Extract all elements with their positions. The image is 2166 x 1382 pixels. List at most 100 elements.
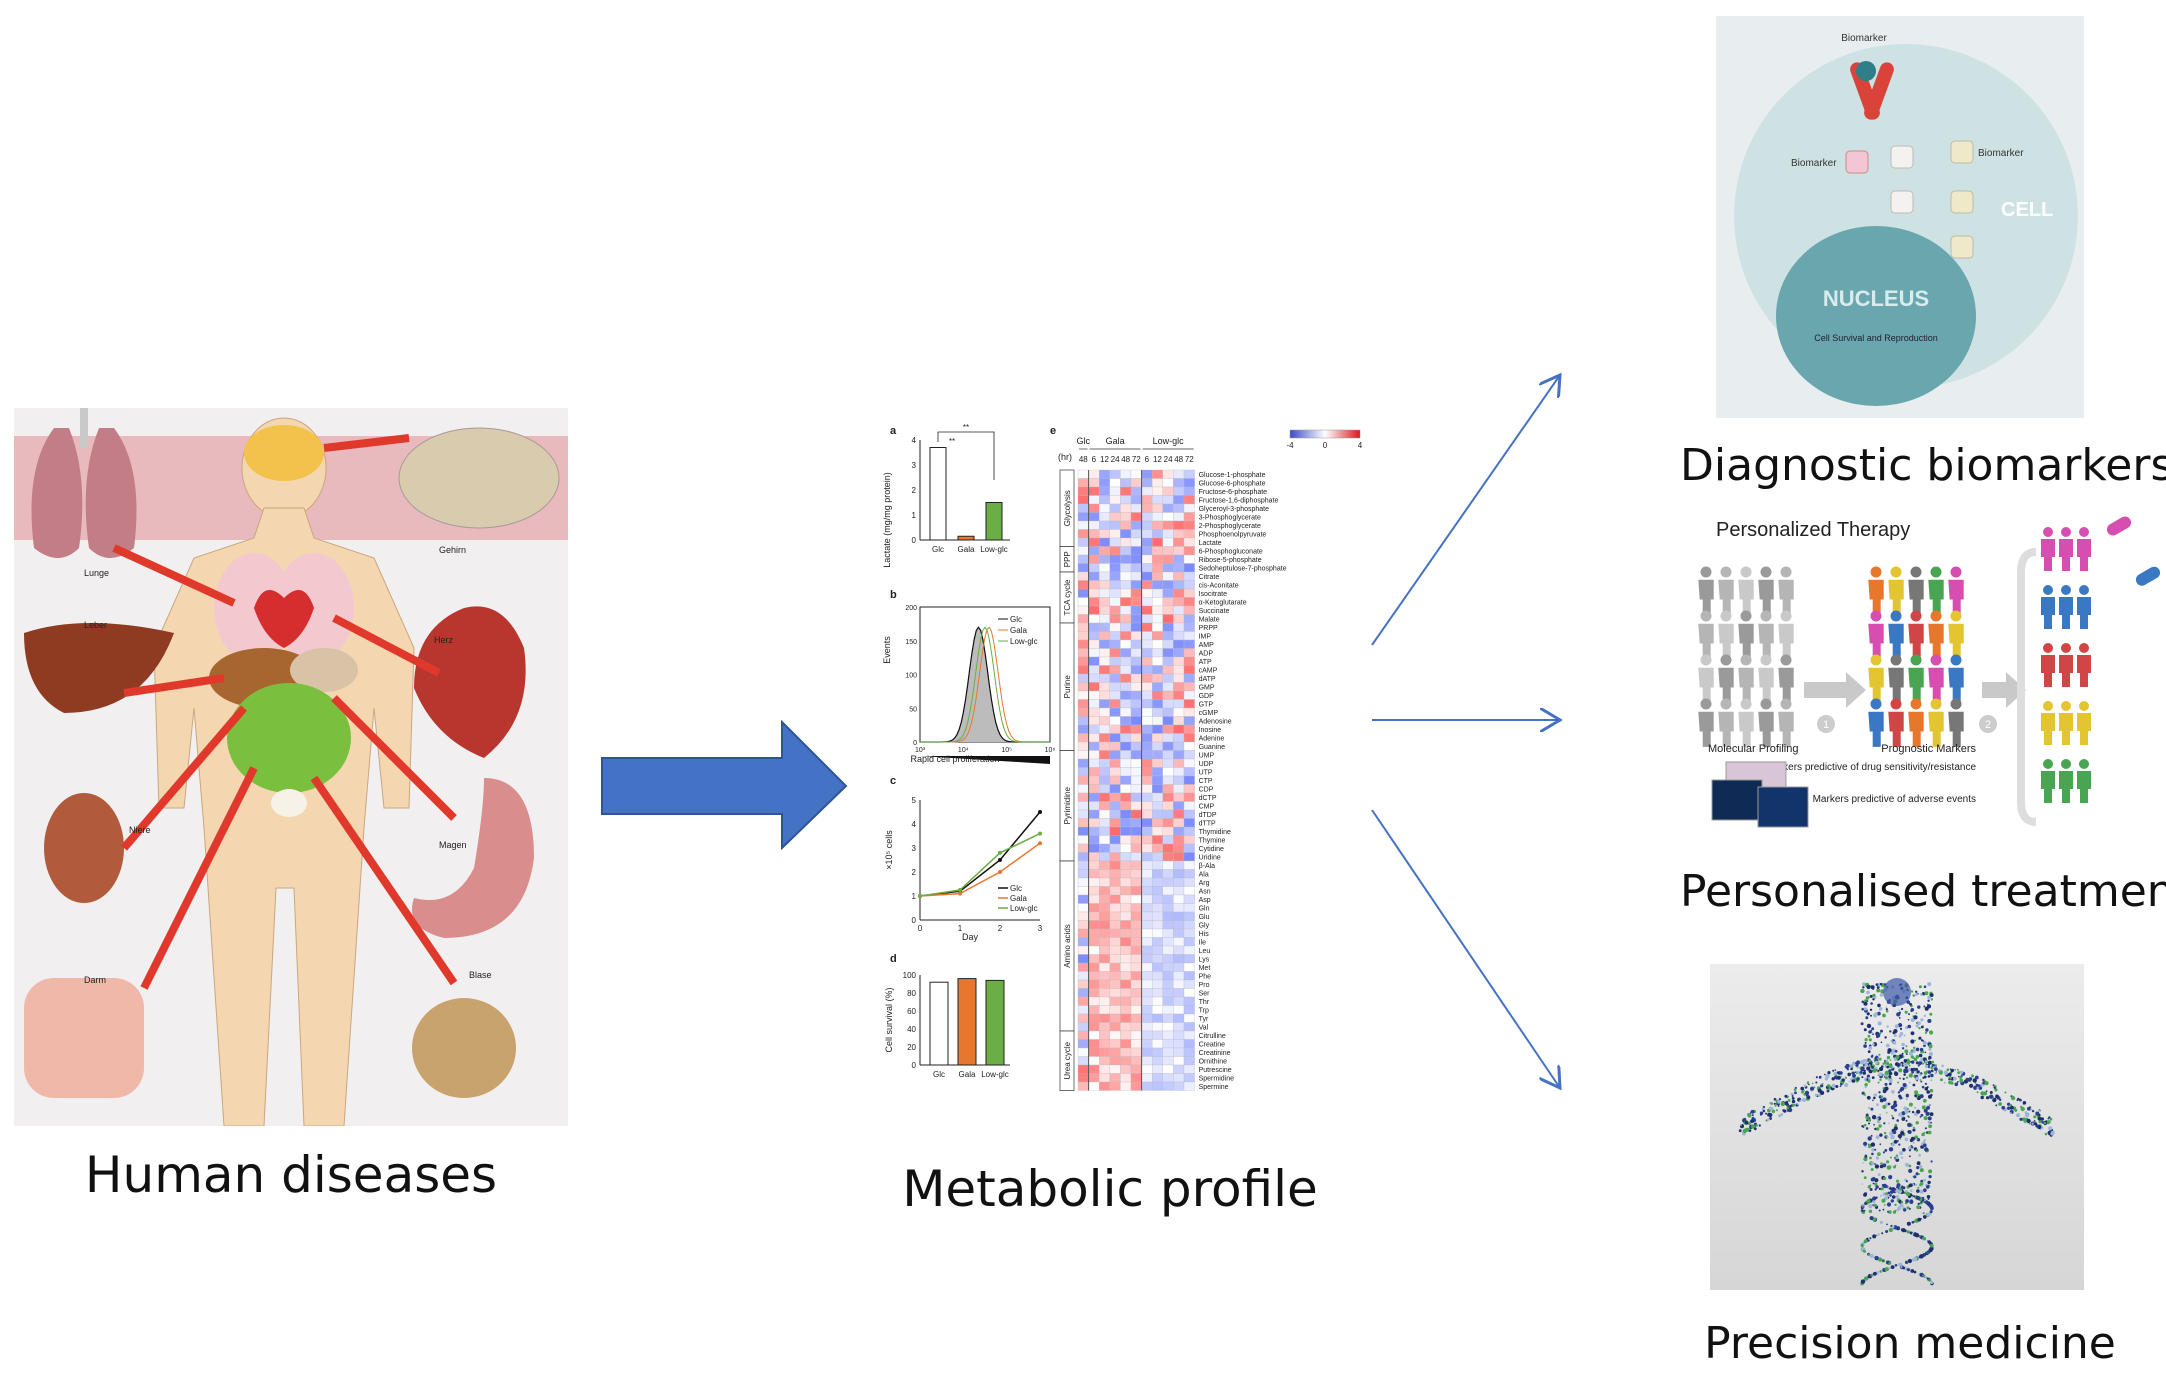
dna-particle xyxy=(1973,1085,1978,1090)
panel-e-metabolite-label: Phosphoenolpyruvate xyxy=(1199,532,1267,539)
dna-particle xyxy=(1925,1105,1928,1108)
lungs-icon xyxy=(31,408,137,558)
heatmap-cell xyxy=(1109,971,1121,981)
molecular-profiling-images xyxy=(1711,761,1809,828)
heatmap-cell xyxy=(1152,852,1163,862)
dna-particle xyxy=(1908,1102,1913,1107)
heatmap-cell xyxy=(1141,775,1153,785)
dna-particle xyxy=(1840,1083,1843,1086)
heatmap-cell xyxy=(1130,826,1142,836)
dna-particle xyxy=(1877,1011,1881,1016)
panel-c-ytick: 5 xyxy=(912,796,917,805)
dna-particle xyxy=(1950,1068,1955,1073)
panel-e-metabolite-label: Spermidine xyxy=(1199,1076,1235,1083)
caption-metabolic-profile: Metabolic profile xyxy=(902,1160,1318,1218)
panel-e-metabolite-label: Malate xyxy=(1199,617,1220,624)
heatmap-cell xyxy=(1183,665,1195,675)
dna-particle xyxy=(1855,1063,1859,1067)
heatmap-cell xyxy=(1173,869,1185,879)
heatmap-cell xyxy=(1141,903,1153,913)
dna-particle xyxy=(1914,1090,1919,1095)
heatmap-cell xyxy=(1162,665,1174,675)
dna-particle xyxy=(1880,1162,1883,1165)
heatmap-cell xyxy=(1141,1022,1153,1032)
dna-particle xyxy=(1889,1059,1892,1061)
heatmap-cell xyxy=(1173,996,1185,1006)
heatmap-cell xyxy=(1141,554,1153,564)
dna-particle xyxy=(1957,1071,1960,1075)
heatmap-cell xyxy=(1109,529,1121,539)
dna-particle xyxy=(1913,1106,1917,1109)
panel-c-ylabel: ×10⁵ cells xyxy=(884,830,894,870)
dna-particle xyxy=(1929,1243,1934,1248)
heatmap-cell xyxy=(1130,920,1142,930)
heatmap-cell xyxy=(1120,469,1132,479)
therapy-title: Personalized Therapy xyxy=(1716,519,1910,541)
heatmap-cell xyxy=(1088,869,1100,879)
dna-particle xyxy=(1773,1097,1777,1101)
panel-e-metabolite-label: Ser xyxy=(1199,991,1211,998)
heatmap-cell xyxy=(1162,1030,1174,1040)
heatmap-cell xyxy=(1173,937,1185,947)
dna-particle xyxy=(1995,1104,1998,1107)
heatmap-cell xyxy=(1088,860,1100,870)
dna-particle xyxy=(1753,1127,1757,1131)
heatmap-cell xyxy=(1162,597,1174,607)
panel-e-metabolite-label: Asp xyxy=(1199,897,1211,904)
dna-particle xyxy=(1860,1244,1864,1248)
heatmap-cell xyxy=(1099,699,1110,709)
dna-particle xyxy=(1877,1152,1881,1156)
heatmap-cell xyxy=(1099,597,1110,607)
heatmap-cell xyxy=(1162,818,1174,828)
heatmap-cell xyxy=(1130,529,1142,539)
dna-particle xyxy=(1801,1090,1804,1094)
heatmap-cell xyxy=(1130,835,1142,845)
organ-label-lung: Lunge xyxy=(84,568,109,578)
heatmap-cell xyxy=(1120,682,1132,692)
dna-particle xyxy=(2009,1112,2012,1115)
heatmap-cell xyxy=(1099,656,1110,666)
dna-particle xyxy=(1908,1051,1913,1056)
dna-particle xyxy=(1917,1202,1920,1205)
heatmap-cell xyxy=(1130,962,1142,972)
heatmap-cell xyxy=(1152,486,1163,496)
dna-particle xyxy=(1815,1081,1818,1084)
dna-particle xyxy=(1863,1176,1867,1180)
dna-particle xyxy=(1880,1187,1884,1191)
dna-particle xyxy=(1980,1091,1985,1096)
panel-e-group-label: Glc xyxy=(1077,436,1091,446)
dna-particle xyxy=(1910,990,1914,993)
heatmap-cell xyxy=(1099,792,1110,802)
heatmap-cell xyxy=(1141,733,1153,743)
heatmap-cell xyxy=(1099,937,1110,947)
dna-particle xyxy=(1890,1142,1893,1145)
heatmap-cell xyxy=(1077,903,1089,913)
dna-particle xyxy=(1984,1081,1989,1086)
dna-particle xyxy=(1919,1094,1924,1099)
heatmap-cell xyxy=(1183,818,1195,828)
heatmap-cell xyxy=(1152,512,1163,522)
heatmap-cell xyxy=(1099,639,1110,649)
patient-grey-body xyxy=(1778,711,1794,747)
dna-particle xyxy=(1874,1164,1879,1169)
heatmap-cell xyxy=(1130,809,1142,819)
heatmap-cell xyxy=(1162,911,1174,921)
heatmap-cell xyxy=(1109,571,1121,581)
heatmap-cell xyxy=(1183,554,1195,564)
dna-particle xyxy=(1913,1057,1918,1062)
heatmap-cell xyxy=(1088,996,1100,1006)
dna-particle xyxy=(1864,1038,1868,1042)
heatmap-cell xyxy=(1141,886,1153,896)
heatmap-cell xyxy=(1088,945,1100,955)
heatmap-cell xyxy=(1141,1005,1153,1015)
heatmap-cell xyxy=(1141,631,1153,641)
dna-particle xyxy=(1888,1261,1891,1265)
heatmap-cell xyxy=(1077,580,1089,590)
dna-particle xyxy=(1915,1121,1919,1125)
dna-particle xyxy=(2033,1120,2036,1122)
heatmap-cell xyxy=(1162,1005,1174,1015)
patients-colored xyxy=(1868,566,1964,747)
dna-particle xyxy=(1820,1084,1824,1088)
dna-particle xyxy=(1855,1062,1857,1065)
dna-particle xyxy=(1774,1104,1777,1107)
